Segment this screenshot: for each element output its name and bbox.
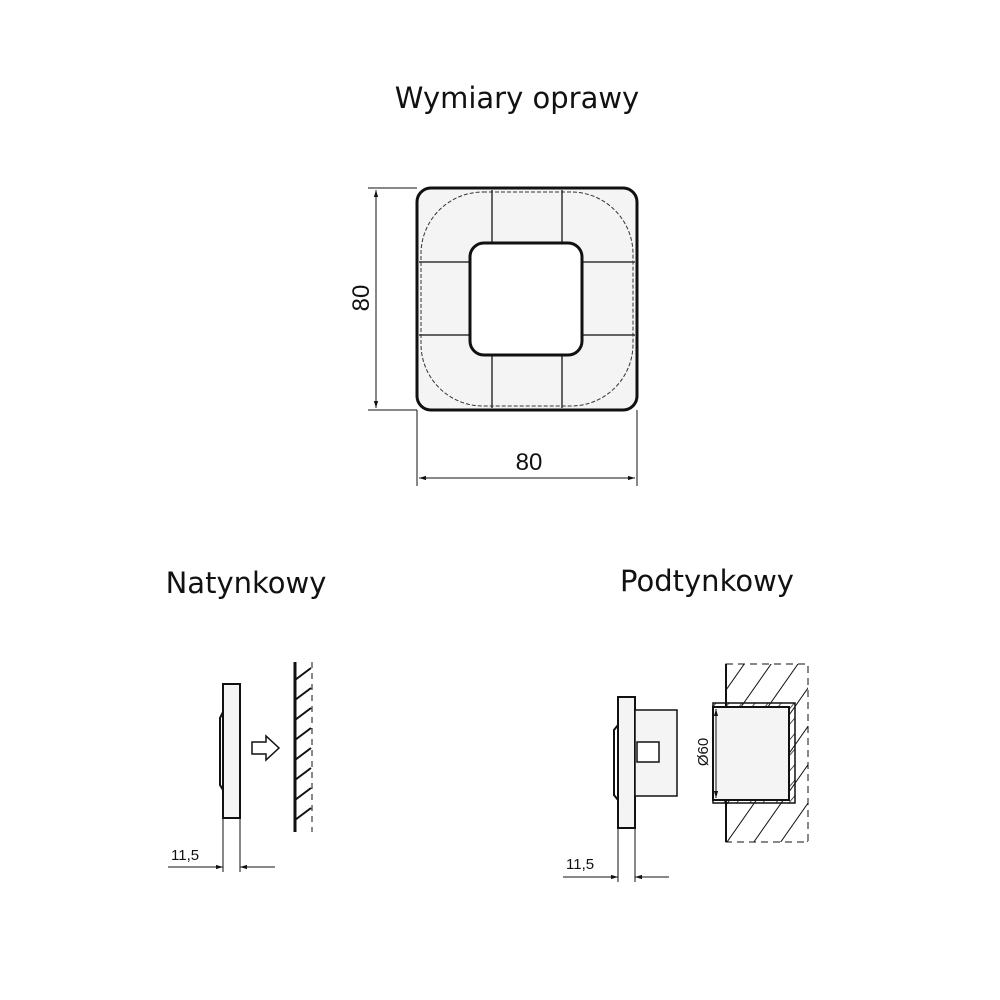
inner-opening	[468, 241, 584, 357]
top-view: 80 80	[348, 186, 639, 486]
wall-section	[712, 663, 809, 843]
surface-mounted-view: 11,5	[168, 662, 313, 872]
wall-icon	[293, 662, 313, 832]
diffuser-outline	[420, 191, 634, 407]
fixture-side	[617, 696, 636, 829]
grid-lines	[419, 190, 635, 408]
flush-mounted-heading: Podtynkowy	[620, 564, 794, 598]
diameter-dimension-label: Ø60	[695, 738, 712, 766]
depth-dimension-label: 11,5	[566, 856, 594, 873]
surface-mounted-heading: Natynkowy	[166, 566, 327, 600]
arrow-right-icon	[251, 734, 281, 762]
connector	[636, 741, 660, 763]
height-dimension-label: 80	[348, 285, 375, 312]
recess-box	[712, 706, 790, 801]
depth-dimension-label: 11,5	[171, 847, 199, 864]
flush-mounted-view: Ø60 11,5	[563, 663, 809, 882]
fixture-side	[222, 683, 241, 819]
page-title: Wymiary oprawy	[395, 81, 639, 115]
width-dimension-label: 80	[516, 449, 543, 476]
